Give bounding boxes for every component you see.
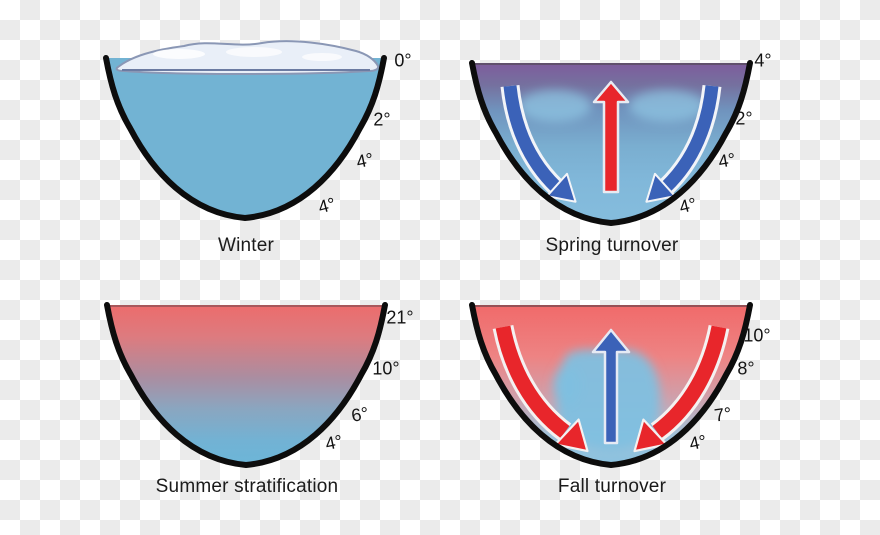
basin-outline xyxy=(103,55,387,222)
temp-label: 4° xyxy=(716,149,738,172)
basin-outline xyxy=(469,302,753,469)
mixing-patches xyxy=(519,90,705,122)
basin-outline xyxy=(469,60,753,227)
caption-winter: Winter xyxy=(217,235,275,256)
temp-label: 10° xyxy=(372,358,400,379)
caption-fall: Fall turnover xyxy=(557,476,667,497)
downwelling-arrow-left xyxy=(492,324,589,453)
spring-turnover-diagram xyxy=(469,60,753,227)
temp-label: 8° xyxy=(737,358,755,379)
downwelling-arrow-right xyxy=(645,84,722,203)
basin-outline xyxy=(104,302,388,469)
summer-water-body xyxy=(107,305,385,465)
fall-turnover-diagram xyxy=(469,302,753,469)
winter-lake-diagram xyxy=(103,40,387,222)
temp-label: 21° xyxy=(386,307,414,328)
temp-label: 6° xyxy=(349,403,371,426)
temp-label: 7° xyxy=(713,403,733,426)
caption-spring: Spring turnover xyxy=(545,235,679,256)
ice-layer xyxy=(115,40,380,75)
temp-label: 2° xyxy=(373,109,391,130)
downwelling-arrow-right xyxy=(633,324,730,453)
temp-label: 2° xyxy=(735,108,753,129)
summer-stratification-diagram xyxy=(104,302,388,469)
temp-label: 0° xyxy=(394,50,412,71)
winter-water-body xyxy=(106,58,384,218)
temp-label: 10° xyxy=(743,325,771,346)
downwelling-arrow-left xyxy=(500,84,577,203)
caption-summer: Summer stratification xyxy=(155,476,339,497)
upwelling-arrow xyxy=(592,80,630,194)
temp-label: 4° xyxy=(754,50,772,71)
upwelling-arrow xyxy=(591,328,631,445)
